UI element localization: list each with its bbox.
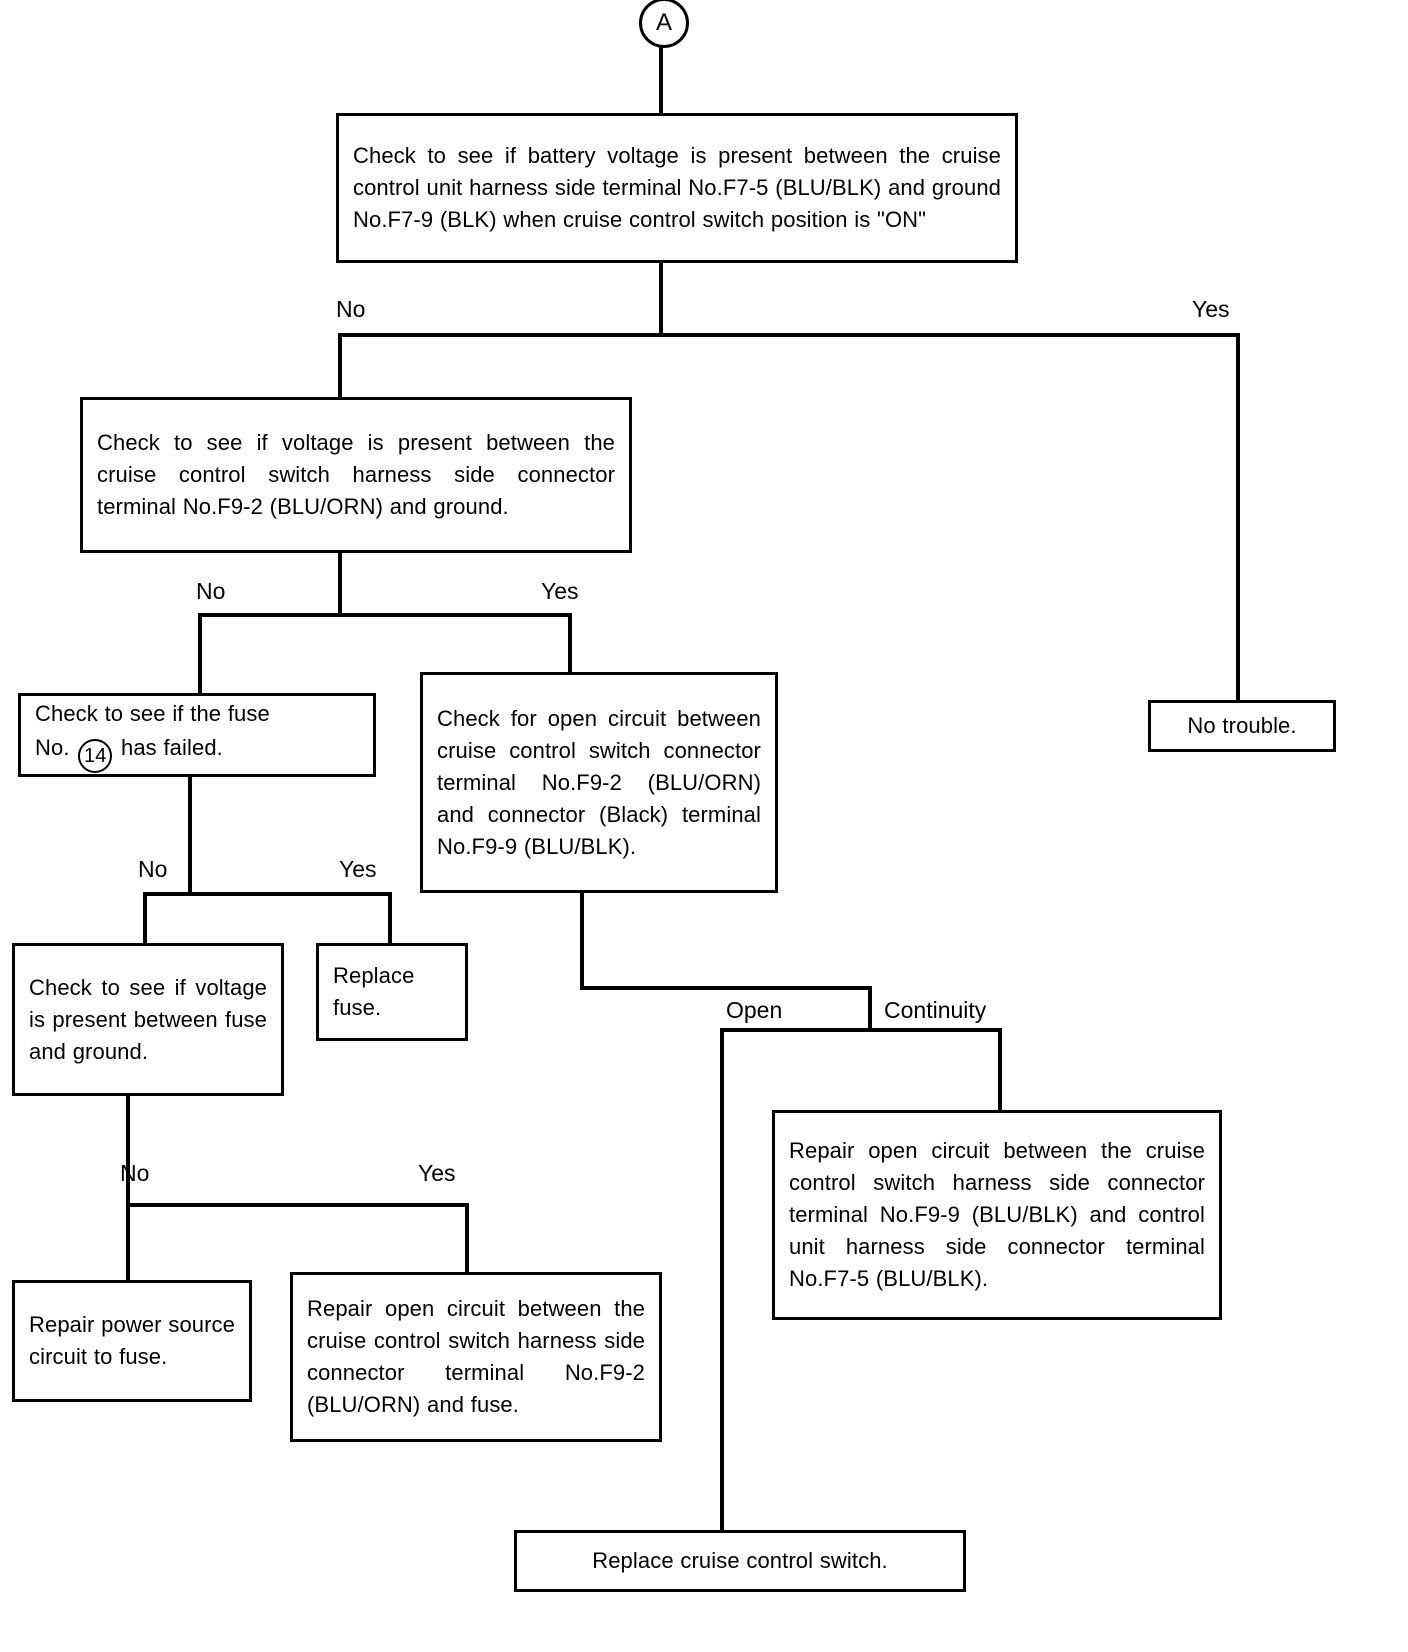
fuse-number-badge: 14 xyxy=(78,739,113,773)
node-open-circuit-check-text: Check for open circuit between cruise co… xyxy=(437,705,761,859)
node-repair-switch-to-unit: Repair open circuit between the cruise c… xyxy=(772,1110,1222,1320)
node-battery-voltage-check-text: Check to see if battery voltage is prese… xyxy=(353,143,1001,232)
branch-label-no-3: No xyxy=(138,856,168,882)
node-repair-power-source-text: Repair power source circuit to fuse. xyxy=(29,1312,235,1369)
node-fuse-check: Check to see if the fuse No. 14 has fail… xyxy=(18,693,376,777)
node-fuse-ground-voltage-check-text: Check to see if voltage is present betwe… xyxy=(29,974,267,1064)
node-replace-fuse: Replace fuse. xyxy=(316,943,468,1041)
connector-a-circle: A xyxy=(639,0,689,48)
node-battery-voltage-check: Check to see if battery voltage is prese… xyxy=(336,113,1018,263)
branch-label-no-1: No xyxy=(336,296,366,322)
branch-label-open: Open xyxy=(726,997,783,1023)
node-open-circuit-check: Check for open circuit between cruise co… xyxy=(420,672,778,893)
node-switch-voltage-check-text: Check to see if voltage is present betwe… xyxy=(97,430,615,519)
branch-label-yes-2: Yes xyxy=(541,578,579,604)
node-fuse-check-text-head: Check to see if the fuse No. xyxy=(35,701,270,760)
branch-label-continuity: Continuity xyxy=(884,997,987,1023)
branch-label-yes-1: Yes xyxy=(1192,296,1230,322)
node-replace-cruise-control-switch-text: Replace cruise control switch. xyxy=(592,1548,888,1573)
branch-label-yes-3: Yes xyxy=(339,856,377,882)
node-replace-cruise-control-switch: Replace cruise control switch. xyxy=(514,1530,966,1592)
node-switch-voltage-check: Check to see if voltage is present betwe… xyxy=(80,397,632,553)
node-replace-fuse-text: Replace fuse. xyxy=(333,963,415,1020)
branch-label-yes-4: Yes xyxy=(418,1160,456,1186)
branch-label-no-4: No xyxy=(120,1160,150,1186)
connector-a-label: A xyxy=(655,9,672,36)
node-fuse-check-text: Check to see if the fuse No. 14 has fail… xyxy=(21,697,373,773)
node-repair-switch-to-fuse-text: Repair open circuit between the cruise c… xyxy=(307,1296,645,1417)
node-no-trouble-text: No trouble. xyxy=(1187,713,1297,738)
branch-label-no-2: No xyxy=(196,578,226,604)
node-repair-switch-to-fuse: Repair open circuit between the cruise c… xyxy=(290,1272,662,1442)
node-repair-power-source: Repair power source circuit to fuse. xyxy=(12,1280,252,1402)
node-repair-switch-to-unit-text: Repair open circuit between the cruise c… xyxy=(789,1138,1205,1291)
node-no-trouble: No trouble. xyxy=(1148,700,1336,752)
node-fuse-ground-voltage-check: Check to see if voltage is present betwe… xyxy=(12,943,284,1096)
node-fuse-check-text-tail: has failed. xyxy=(120,735,223,760)
